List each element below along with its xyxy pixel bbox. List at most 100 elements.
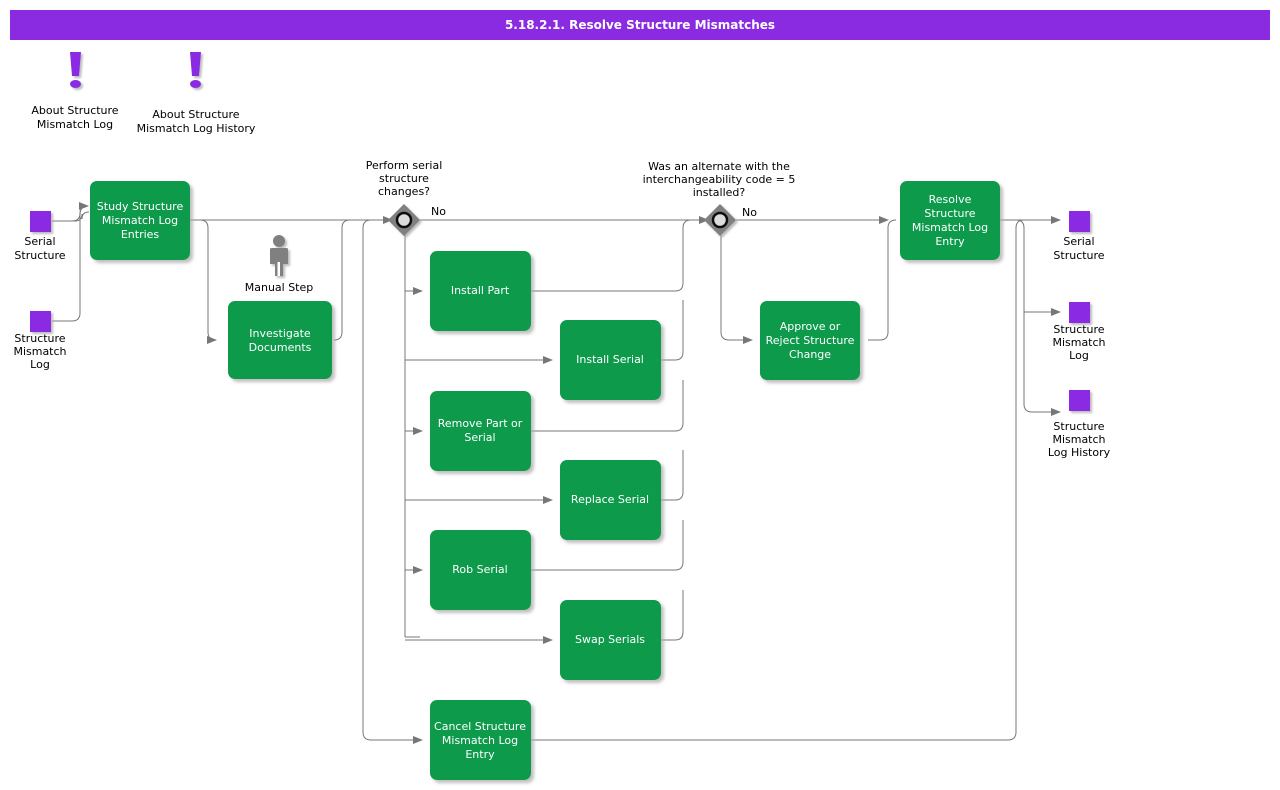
decision-perform-serial-structure-changes[interactable]: Perform serial structure changes? No (366, 159, 447, 236)
edge-serial-structure-to-study (52, 211, 90, 222)
decision-question-line2: structure (379, 172, 429, 185)
note-about-structure-mismatch-log[interactable]: About Structure Mismatch Log (31, 52, 119, 131)
activity-label-line2: Mismatch Log (102, 214, 178, 227)
activity-label-line2: Reject Structure (766, 334, 855, 347)
activity-label-line3: Entries (121, 228, 160, 241)
manual-step-label: Manual Step (245, 281, 314, 294)
activity-label-line1: Study Structure (97, 200, 184, 213)
activity-replace-serial[interactable]: Replace Serial (560, 460, 661, 540)
output-structure-mismatch-log[interactable]: Structure Mismatch Log (1052, 302, 1106, 362)
exclamation-dot-icon (70, 80, 81, 88)
input-label-line2: Mismatch (13, 345, 66, 358)
decision-branch-label: No (742, 206, 757, 219)
input-label-line1: Serial (24, 235, 55, 248)
activity-label-line3: Change (789, 348, 831, 361)
decision-alternate-interchangeability-code-5[interactable]: Was an alternate with the interchangeabi… (643, 160, 796, 236)
activity-box (430, 530, 531, 610)
edge-cancel-to-right-spine (531, 219, 1025, 741)
data-object-icon (1069, 390, 1090, 411)
activity-resolve-structure-mismatch-log-entry[interactable]: Resolve Structure Mismatch Log Entry (900, 181, 1000, 260)
activity-box (900, 181, 1000, 260)
activity-label-line2: Documents (249, 341, 312, 354)
decision-question-line3: changes? (378, 185, 430, 198)
edge-cancel-spine-top (362, 219, 372, 229)
activity-label-line1: Approve or (780, 320, 841, 333)
activity-label-line1: Install Part (451, 284, 510, 297)
data-object-icon (30, 311, 51, 332)
note-label-line2: Mismatch Log (37, 118, 113, 131)
output-label-line3: Log (1069, 349, 1089, 362)
output-structure-mismatch-log-history[interactable]: Structure Mismatch Log History (1048, 390, 1111, 459)
edge-decision2-to-approve (720, 235, 753, 344)
output-label-line2: Mismatch (1052, 336, 1105, 349)
edge-install-part-to-collector (531, 219, 692, 292)
edge-resolve-to-output-history (1000, 219, 1061, 416)
activity-label-line2: Mismatch Log (442, 734, 518, 747)
activity-study-structure-mismatch-log-entries[interactable]: Study Structure Mismatch Log Entries (90, 181, 190, 260)
activity-label-line1: Swap Serials (575, 633, 645, 646)
activity-install-serial[interactable]: Install Serial (560, 320, 661, 400)
edge-serial-structure-arrow (52, 202, 89, 222)
activity-box (560, 320, 661, 400)
activity-label-line2: Serial (464, 431, 495, 444)
output-serial-structure[interactable]: Serial Structure (1053, 211, 1105, 262)
activity-label-line1: Replace Serial (571, 493, 649, 506)
edge-rob-serial-to-collector (531, 520, 684, 571)
activity-swap-serials[interactable]: Swap Serials (560, 600, 661, 680)
person-icon (270, 235, 288, 276)
edge-investigate-to-trunk (333, 219, 351, 341)
activity-install-part[interactable]: Install Part (430, 251, 531, 331)
edge-remove-part-to-collector (531, 380, 684, 432)
decision-question-line2: interchangeability code = 5 (643, 173, 796, 186)
activity-box (760, 301, 860, 380)
page-title: 5.18.2.1. Resolve Structure Mismatches (504, 18, 776, 32)
decision-diamond-icon (704, 204, 736, 236)
data-object-icon (30, 211, 51, 232)
output-label-line2: Mismatch (1052, 433, 1105, 446)
activity-box (430, 391, 531, 471)
edge-replace-serial-to-collector (661, 450, 684, 501)
activity-label-line1: Rob Serial (452, 563, 507, 576)
edge-to-cancel-entry (362, 228, 423, 744)
input-serial-structure[interactable]: Serial Structure (14, 211, 66, 262)
activity-rob-serial[interactable]: Rob Serial (430, 530, 531, 610)
activity-label-line1: Investigate (249, 327, 311, 340)
activity-investigate-documents[interactable]: Investigate Documents (228, 301, 332, 379)
activity-box (430, 700, 531, 780)
decision-question-line3: installed? (693, 186, 746, 199)
edge-swap-serials-to-collector (661, 590, 684, 641)
note-about-structure-mismatch-log-history[interactable]: About Structure Mismatch Log History (137, 52, 256, 135)
activity-label-line2: Structure (924, 207, 975, 220)
exclamation-icon (70, 52, 81, 76)
input-label-line1: Structure (14, 332, 65, 345)
decision-question-line1: Perform serial (366, 159, 443, 172)
activity-box (90, 181, 190, 260)
edge-approve-to-resolve (868, 219, 897, 341)
note-label-line2: Mismatch Log History (137, 122, 256, 135)
activity-cancel-structure-mismatch-log-entry[interactable]: Cancel Structure Mismatch Log Entry (430, 700, 531, 780)
input-structure-mismatch-log[interactable]: Structure Mismatch Log (13, 311, 67, 371)
activity-label-line3: Entry (465, 748, 495, 761)
output-label-line1: Structure (1053, 420, 1104, 433)
activity-approve-or-reject-structure-change[interactable]: Approve or Reject Structure Change (760, 301, 860, 380)
activity-label-line1: Remove Part or (438, 417, 523, 430)
input-label-line3: Log (30, 358, 50, 371)
edge-study-to-investigate (199, 219, 217, 344)
note-label-line1: About Structure (31, 104, 118, 117)
activity-label-line1: Resolve (929, 193, 972, 206)
activity-label-line1: Cancel Structure (434, 720, 526, 733)
output-label-line2: Structure (1053, 249, 1104, 262)
input-label-line2: Structure (14, 249, 65, 262)
activity-box (430, 251, 531, 331)
activity-box (560, 460, 661, 540)
output-label-line1: Serial (1063, 235, 1094, 248)
exclamation-icon (190, 52, 201, 76)
edge-mismatch-log-to-study (52, 205, 89, 322)
activity-label-line4: Entry (935, 235, 965, 248)
activity-box (228, 301, 332, 379)
activity-box (560, 600, 661, 680)
diagram-title-bar: 5.18.2.1. Resolve Structure Mismatches (10, 10, 1270, 40)
activity-remove-part-or-serial[interactable]: Remove Part or Serial (430, 391, 531, 471)
